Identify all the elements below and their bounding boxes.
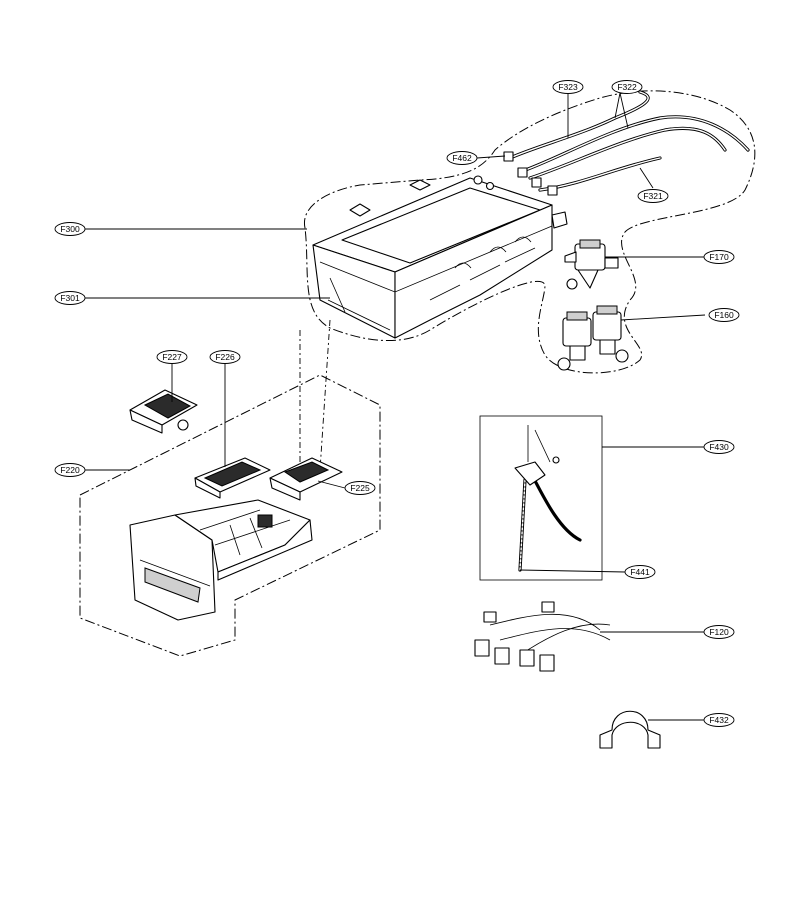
svg-text:F225: F225: [350, 483, 370, 493]
svg-text:F432: F432: [709, 715, 729, 725]
label-F170: F170: [703, 250, 735, 264]
label-F432: F432: [703, 713, 735, 727]
svg-text:F321: F321: [643, 191, 663, 201]
dispenser-assembly-boundary: [304, 90, 756, 374]
label-F225: F225: [344, 481, 376, 495]
inlet-hoses: [503, 90, 750, 196]
drawer-insert-cup: [269, 457, 343, 501]
svg-text:F322: F322: [617, 82, 637, 92]
drawer-handle-part: [129, 389, 198, 434]
water-valve-single: [564, 239, 619, 290]
svg-text:F120: F120: [709, 627, 729, 637]
label-F430: F430: [703, 440, 735, 454]
label-F300: F300: [54, 222, 86, 236]
water-valve-double: [557, 305, 629, 371]
label-F160: F160: [708, 308, 740, 322]
label-F441: F441: [624, 565, 656, 579]
svg-text:F300: F300: [60, 224, 80, 234]
svg-text:F160: F160: [714, 310, 734, 320]
svg-text:F226: F226: [215, 352, 235, 362]
wire-harness-part: [474, 601, 611, 672]
hose-clip-part: [599, 710, 661, 749]
label-F301: F301: [54, 291, 86, 305]
label-F322: F322: [611, 80, 643, 94]
label-F227: F227: [156, 350, 188, 364]
label-F462: F462: [446, 151, 478, 165]
drawer-assembly-boundary: [79, 374, 381, 657]
svg-text:F227: F227: [162, 352, 182, 362]
dispenser-drawer: [129, 499, 313, 621]
label-F120: F120: [703, 625, 735, 639]
drain-hose-group-box: [479, 415, 603, 581]
leader-lines: [85, 92, 706, 721]
assembly-guide-line-2: [319, 319, 331, 471]
label-F226: F226: [209, 350, 241, 364]
svg-text:F441: F441: [630, 567, 650, 577]
drawer-insert-grille: [194, 457, 271, 499]
svg-text:F220: F220: [60, 465, 80, 475]
dispenser-housing: [312, 175, 568, 339]
svg-text:F430: F430: [709, 442, 729, 452]
label-F220: F220: [54, 463, 86, 477]
label-F321: F321: [637, 189, 669, 203]
svg-text:F301: F301: [60, 293, 80, 303]
drain-hose-part: [514, 425, 582, 572]
svg-text:F462: F462: [452, 153, 472, 163]
svg-text:F323: F323: [558, 82, 578, 92]
svg-text:F170: F170: [709, 252, 729, 262]
label-F323: F323: [552, 80, 584, 94]
